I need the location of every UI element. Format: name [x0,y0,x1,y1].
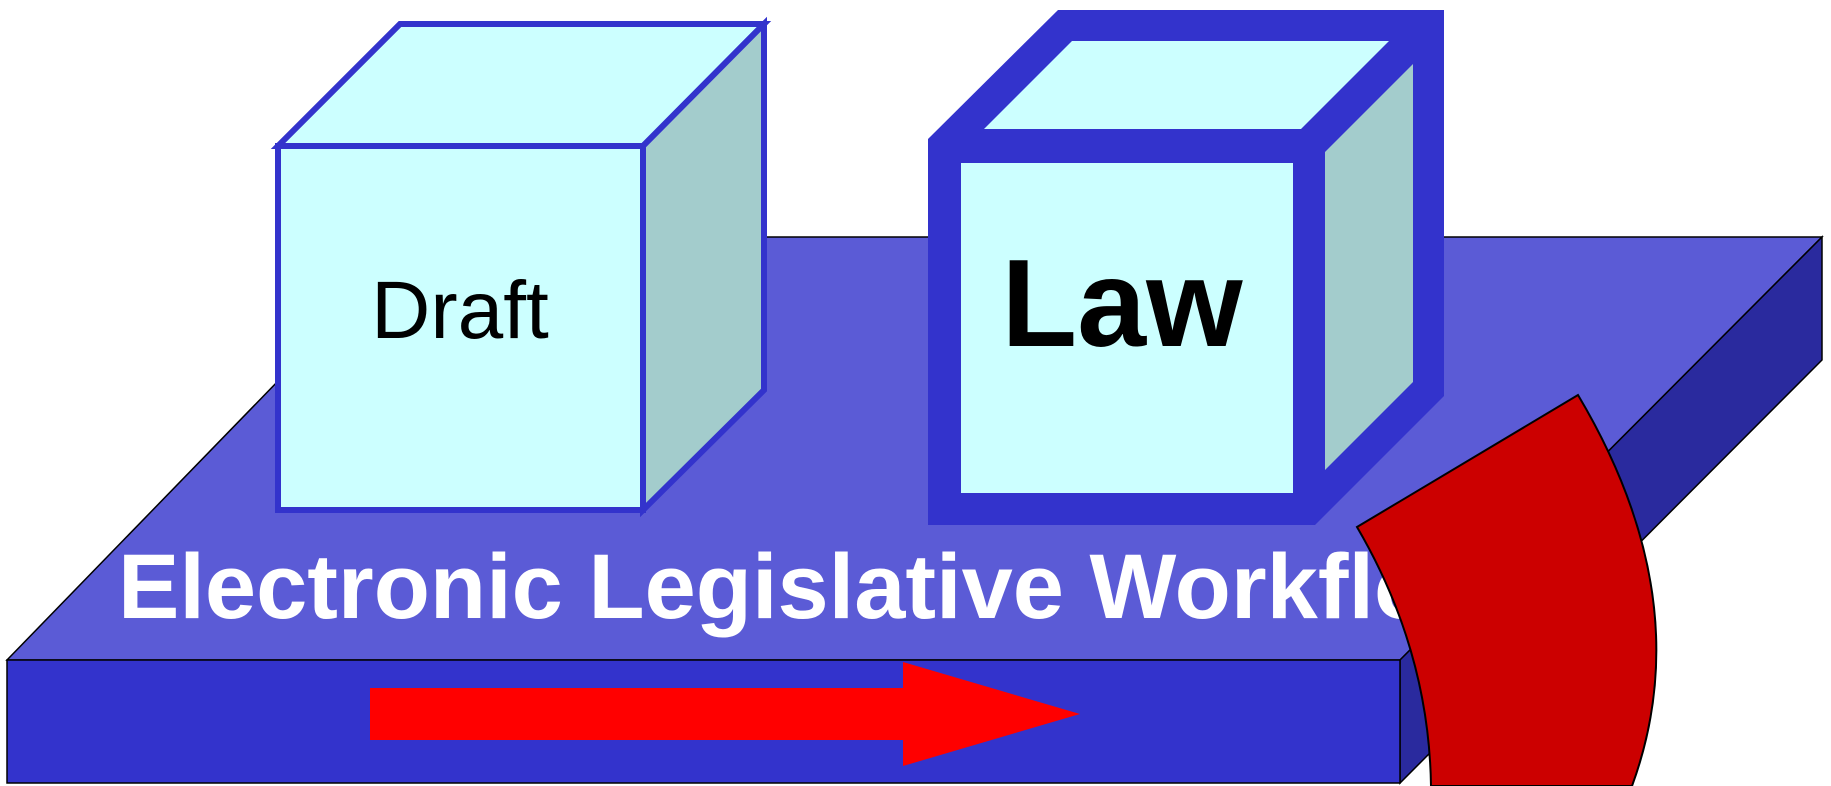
forward-arrow [370,662,1080,766]
law-cube-front [961,163,1293,493]
curved-return-arrow [1355,393,1658,786]
draft-label: Draft [371,265,549,356]
law-label: Law [1001,235,1243,373]
law-cube: Law [928,10,1444,525]
law-cube-top [984,41,1389,129]
workflow-title: Electronic Legislative Workflow [118,536,1502,638]
draft-cube: Draft [270,16,772,518]
law-cube-side [1325,64,1413,470]
draft-cube-front [275,143,646,513]
